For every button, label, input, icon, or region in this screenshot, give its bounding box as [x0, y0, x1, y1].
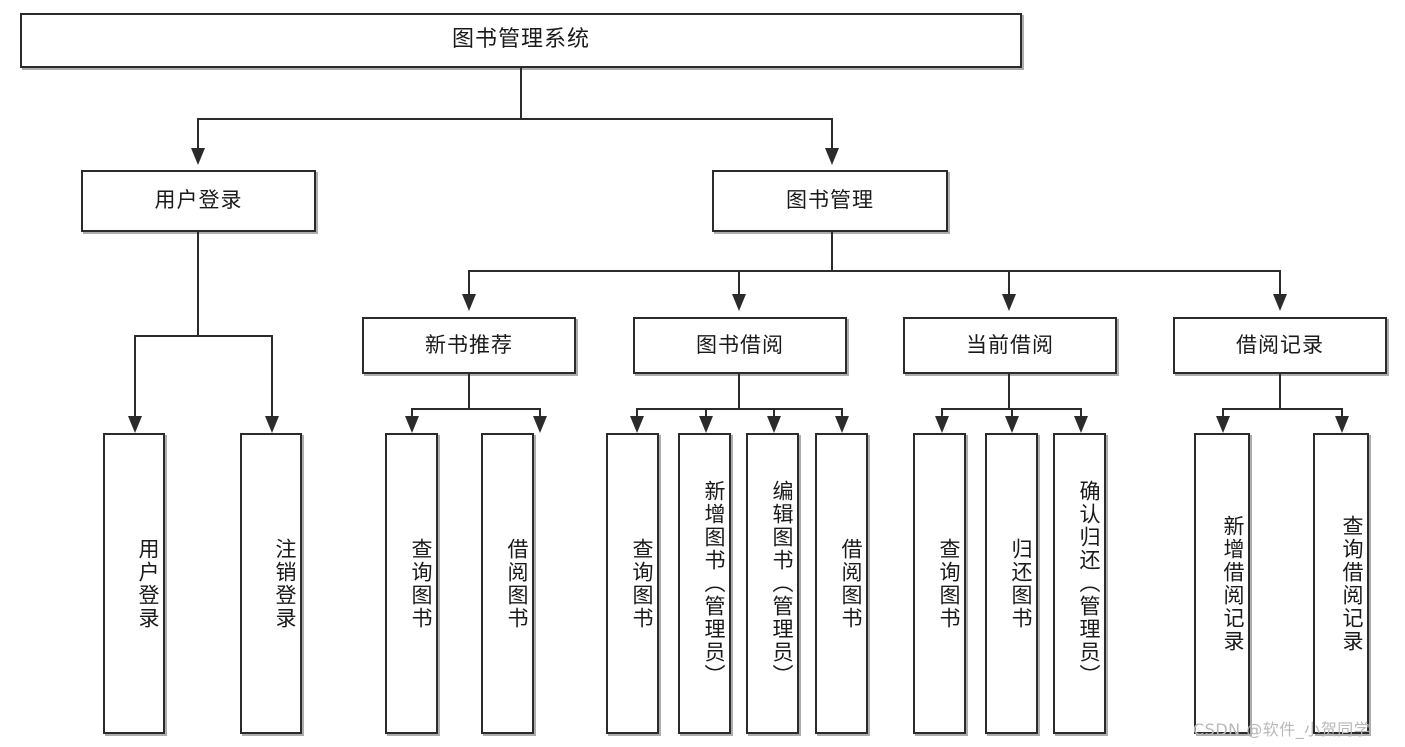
edge-book-mgmt-stem	[831, 232, 833, 270]
leaf-user-login[interactable]: 用户登录	[103, 433, 165, 734]
node-label: 编辑图书（管理员）	[770, 480, 794, 687]
leaf-return-book[interactable]: 归还图书	[985, 433, 1038, 734]
edge-book-mgmt-to-book-borrow	[738, 270, 740, 294]
edge-new-book-rec-to-borrow	[539, 408, 541, 418]
arrowhead-to-leaf-edit-book	[767, 416, 781, 433]
node-label: 查询图书	[630, 537, 654, 630]
arrowhead-to-leaf-add-book	[699, 416, 713, 433]
node-label: 新增借阅记录	[1221, 514, 1245, 653]
edge-user-login-stem	[197, 232, 199, 335]
edge-current-borrow-to-return	[1011, 408, 1013, 418]
edge-book-mgmt-to-borrow-record	[1279, 270, 1281, 294]
edge-book-mgmt-split-bar	[468, 270, 1279, 272]
arrowhead-to-leaf-confirm-return	[1074, 416, 1088, 433]
arrowhead-to-book-mgmt	[825, 148, 839, 165]
node-borrow-record[interactable]: 借阅记录	[1173, 317, 1387, 374]
node-label: 新书推荐	[425, 332, 513, 357]
node-label: 图书管理系统	[451, 27, 590, 53]
node-new-book-recommendation[interactable]: 新书推荐	[362, 317, 576, 374]
leaf-borrow-book-1[interactable]: 借阅图书	[481, 433, 534, 734]
node-label: 查询借阅记录	[1340, 514, 1364, 653]
leaf-add-borrow-record[interactable]: 新增借阅记录	[1194, 433, 1250, 734]
edge-book-borrow-to-edit	[773, 408, 775, 418]
node-label: 借阅记录	[1236, 332, 1324, 357]
node-label: 确认归还（管理员）	[1077, 480, 1101, 687]
edge-book-mgmt-to-new-book-rec	[468, 270, 470, 294]
edge-borrow-record-to-add	[1222, 408, 1224, 418]
edge-book-borrow-stem	[738, 374, 740, 408]
leaf-query-borrow-record[interactable]: 查询借阅记录	[1313, 433, 1369, 734]
leaf-query-book-1[interactable]: 查询图书	[385, 433, 438, 734]
node-label: 图书管理	[786, 188, 874, 213]
node-label: 借阅图书	[839, 537, 863, 630]
node-book-borrow[interactable]: 图书借阅	[633, 317, 847, 374]
leaf-edit-book[interactable]: 编辑图书（管理员）	[746, 433, 799, 734]
arrowhead-to-current-borrow	[1002, 294, 1016, 311]
node-label: 归还图书	[1009, 537, 1033, 630]
node-root-book-management-system[interactable]: 图书管理系统	[20, 13, 1022, 68]
arrowhead-to-leaf-borrow-book-1	[533, 416, 547, 433]
node-label: 查询图书	[937, 537, 961, 630]
leaf-query-book-3[interactable]: 查询图书	[913, 433, 966, 734]
edge-current-borrow-to-confirm	[1080, 408, 1082, 418]
arrowhead-to-borrow-record	[1273, 294, 1287, 311]
edge-book-borrow-to-query	[636, 408, 638, 418]
arrowhead-to-leaf-query-record	[1335, 416, 1349, 433]
node-label: 借阅图书	[505, 537, 529, 630]
arrowhead-to-leaf-return-book	[1005, 416, 1019, 433]
edge-borrow-record-split-bar	[1222, 408, 1341, 410]
arrowhead-to-leaf-query-book-1	[405, 416, 419, 433]
edge-user-login-split-bar	[134, 335, 273, 337]
node-book-management[interactable]: 图书管理	[712, 170, 948, 232]
csdn-watermark: CSDN @软件_小贺同学	[1193, 720, 1371, 739]
arrowhead-to-leaf-add-record	[1216, 416, 1230, 433]
node-current-borrow[interactable]: 当前借阅	[903, 317, 1117, 374]
edge-root-to-user-login	[197, 118, 199, 148]
node-label: 注销登录	[273, 537, 297, 630]
node-user-login[interactable]: 用户登录	[81, 170, 316, 232]
edge-borrow-record-to-query	[1341, 408, 1343, 418]
edge-user-login-to-leaf-logout	[271, 335, 273, 416]
arrowhead-to-leaf-borrow-book-2	[835, 416, 849, 433]
node-label: 查询图书	[409, 537, 433, 630]
edge-current-borrow-stem	[1008, 374, 1010, 408]
node-label: 新增图书（管理员）	[702, 480, 726, 687]
edge-root-stem	[520, 68, 522, 118]
leaf-add-book[interactable]: 新增图书（管理员）	[678, 433, 731, 734]
arrowhead-to-user-login	[191, 148, 205, 165]
edge-book-borrow-to-borrow	[841, 408, 843, 418]
edge-book-borrow-split-bar	[636, 408, 842, 410]
edge-new-book-rec-stem	[468, 374, 470, 408]
edge-new-book-rec-split-bar	[411, 408, 540, 410]
edge-book-mgmt-to-current-borrow	[1008, 270, 1010, 294]
node-label: 用户登录	[136, 537, 160, 630]
leaf-borrow-book-2[interactable]: 借阅图书	[815, 433, 868, 734]
arrowhead-to-book-borrow	[732, 294, 746, 311]
node-label: 当前借阅	[966, 332, 1054, 357]
leaf-query-book-2[interactable]: 查询图书	[606, 433, 659, 734]
leaf-user-logout[interactable]: 注销登录	[240, 433, 302, 734]
edge-current-borrow-to-query	[941, 408, 943, 418]
edge-borrow-record-stem	[1279, 374, 1281, 408]
node-label: 用户登录	[154, 188, 243, 213]
arrowhead-to-leaf-user-logout	[265, 416, 279, 433]
leaf-confirm-return[interactable]: 确认归还（管理员）	[1053, 433, 1106, 734]
arrowhead-to-leaf-user-login	[128, 416, 142, 433]
arrowhead-to-new-book-rec	[462, 294, 476, 311]
node-label: 图书借阅	[696, 332, 784, 357]
edge-new-book-rec-to-query	[411, 408, 413, 418]
edge-root-split-bar	[197, 118, 833, 120]
arrowhead-to-leaf-query-book-3	[935, 416, 949, 433]
edge-root-to-book-mgmt	[831, 118, 833, 148]
edge-book-borrow-to-add	[705, 408, 707, 418]
edge-user-login-to-leaf-login	[134, 335, 136, 416]
arrowhead-to-leaf-query-book-2	[630, 416, 644, 433]
